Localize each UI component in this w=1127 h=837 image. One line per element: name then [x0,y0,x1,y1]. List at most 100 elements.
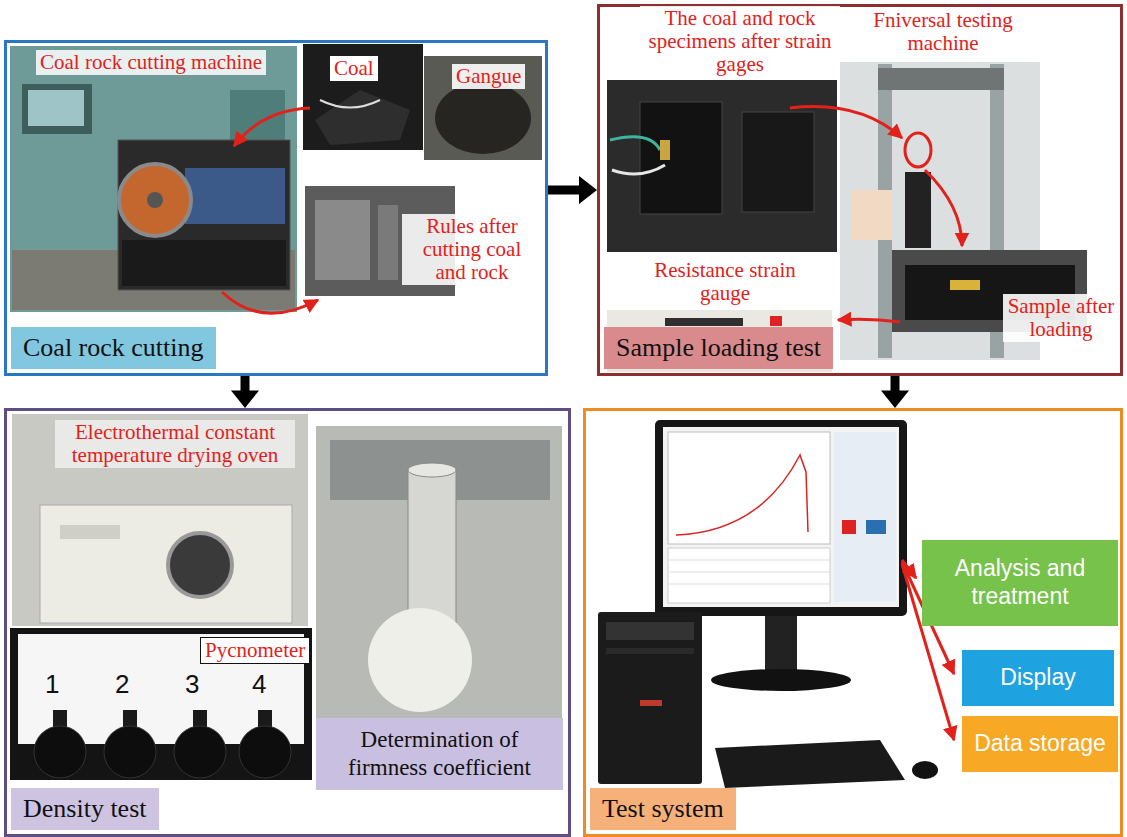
photo-caption: Sample after loading [1003,294,1119,342]
function-box: Analysis and treatment [922,540,1118,626]
photo-caption: Gangue [452,64,525,89]
crosshead [878,68,1004,90]
coal-photo [303,44,423,150]
monitor-base [711,669,851,691]
saw-blade [119,164,191,236]
photo-caption: Fniversal testing machine [848,8,1038,56]
oven-body [40,505,292,623]
leader-arrow [234,108,310,146]
leader-arrow [222,292,318,313]
arrow-shaft [548,186,580,195]
wire [612,165,665,174]
mouse [912,761,938,779]
arrow-shaft [241,376,250,391]
keyboard [715,740,905,788]
monitor [655,420,907,616]
gangue-photo [424,56,542,160]
chart-area [668,432,830,544]
stage-panel: Coal rock cutting [4,40,548,376]
flow-arrow [231,376,259,408]
flask [174,726,226,778]
flask [239,726,291,778]
load-curve [676,455,808,535]
highlight-circle [905,133,931,167]
table-rows [668,560,830,584]
flask [104,726,156,778]
data-table [668,548,830,603]
flask-number: 4 [252,670,266,699]
stage-title: Density test [23,794,147,823]
stage-panel: Density test Determination of firmness co… [4,408,571,837]
photo-caption: Coal [330,56,378,81]
oven-panel [60,525,120,539]
function-box: Display [962,650,1114,706]
label-band: Test system [590,788,736,830]
function-box: Data storage [962,716,1118,772]
stage-panel: Test system Analysis and treatmentDisplay… [583,408,1123,837]
wire [610,137,660,150]
oven-window [168,533,232,597]
label-band: Density test [11,788,159,830]
monitor-screen [663,427,899,607]
grip [905,172,931,248]
meter-display [665,318,743,326]
inset-photo [118,140,290,290]
box-text: Determination of firmness coefficient [324,726,555,781]
monitor-stand [765,616,797,674]
leader-arrow [838,319,900,322]
oven-photo [12,414,308,626]
blade-hub [147,192,163,208]
computer-tower [598,612,702,784]
box-text: Data storage [970,730,1110,758]
photo-caption: Resistance strain gauge [640,258,810,306]
cut-block [315,200,370,280]
brand-badge [640,700,662,706]
coal-block [122,240,286,286]
arrow-head [231,390,259,408]
flask-number: 1 [45,670,59,699]
photo-caption: Pycnometer [200,637,310,664]
photo-caption: Rules after cutting coal and rock [402,214,542,285]
hand [852,190,892,240]
cylinder-top [408,463,456,477]
caption-band: Determination of firmness coefficient [316,718,563,790]
drive-slot [606,648,694,654]
flow-arrow [548,176,597,204]
glove [368,608,472,712]
leader-arrow [925,170,962,246]
control-screen [28,90,84,126]
gangue-rock [435,82,531,154]
control-panel [22,84,92,134]
label-band: Sample loading test [604,327,833,369]
flask-number: 3 [185,670,199,699]
flask-number: 2 [115,670,129,699]
machine-housing [185,168,285,224]
coal-lump [315,90,410,145]
box-text: Analysis and treatment [930,555,1110,610]
machine-photo [10,46,297,312]
strain-gage [660,140,670,160]
strain-gage [950,280,980,290]
specimen [742,112,814,212]
arrow-head [579,176,597,204]
screen-button [866,520,886,534]
photo-caption: The coal and rock specimens after strain… [640,6,840,77]
pycnometer-photo [10,628,312,780]
photo-caption: Electrothermal constant temperature dryi… [55,420,295,468]
arrow-shaft [891,376,900,391]
drive-bay [606,622,694,640]
leader-arrow [790,107,902,138]
cut-block [378,205,398,280]
stop-button [842,520,856,534]
stage-title: Sample loading test [616,333,821,362]
meter-switch [770,316,782,326]
specimen [640,102,722,214]
stage-title: Test system [602,794,724,823]
flask [34,726,86,778]
firmness-photo [316,426,562,718]
box-text: Display [970,664,1106,692]
